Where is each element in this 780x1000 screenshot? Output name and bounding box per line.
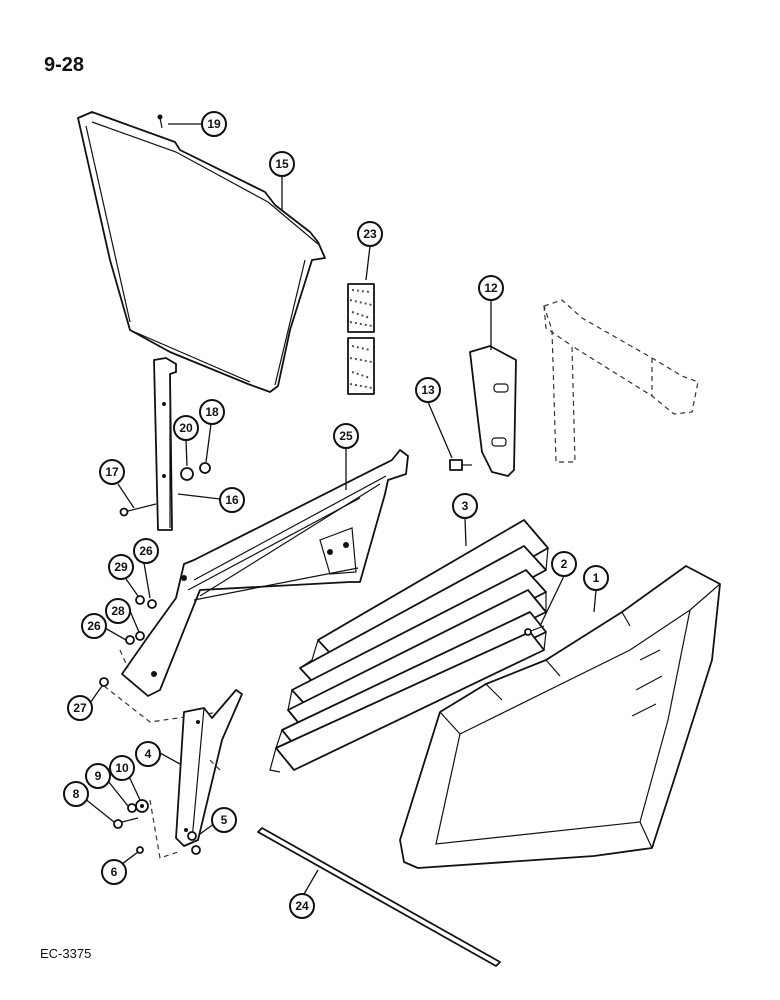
callout-27: 27 (67, 695, 93, 721)
svg-text:24: 24 (295, 899, 309, 913)
upright-bracket (153, 357, 177, 531)
svg-text:20: 20 (179, 421, 193, 435)
svg-text:2: 2 (561, 557, 568, 571)
nut-26b (125, 635, 135, 645)
callout-6: 6 (101, 859, 127, 885)
svg-text:28: 28 (111, 604, 125, 618)
callout-3: 3 (452, 493, 478, 519)
callout-26a: 26 (133, 538, 159, 564)
svg-text:29: 29 (114, 560, 128, 574)
washer-28 (135, 631, 145, 641)
filter-pads (347, 283, 375, 395)
svg-text:10: 10 (115, 761, 129, 775)
support-frame (121, 449, 409, 697)
svg-text:15: 15 (275, 157, 289, 171)
svg-text:3: 3 (462, 499, 469, 513)
callout-9: 9 (85, 763, 111, 789)
nut-6 (136, 846, 144, 854)
drawing-code: EC-3375 (40, 946, 92, 961)
svg-text:16: 16 (225, 493, 239, 507)
washer-10 (135, 799, 149, 813)
callout-2: 2 (551, 551, 577, 577)
svg-text:18: 18 (205, 405, 219, 419)
callout-20: 20 (173, 415, 199, 441)
svg-text:6: 6 (111, 865, 118, 879)
callout-23: 23 (357, 221, 383, 247)
svg-text:23: 23 (363, 227, 377, 241)
screw-19 (157, 114, 163, 129)
callout-17: 17 (99, 459, 125, 485)
bolt-13 (449, 459, 472, 471)
svg-text:27: 27 (73, 701, 87, 715)
svg-text:5: 5 (221, 813, 228, 827)
svg-text:12: 12 (484, 281, 498, 295)
page-number: 9-28 (44, 54, 85, 76)
callout-18: 18 (199, 399, 225, 425)
nut-20 (180, 467, 194, 481)
callout-16: 16 (219, 487, 245, 513)
callout-1: 1 (583, 565, 609, 591)
callout-15: 15 (269, 151, 295, 177)
callout-5: 5 (211, 807, 237, 833)
side-plate (469, 345, 517, 477)
nut-26a (147, 599, 157, 609)
callout-12: 12 (478, 275, 504, 301)
washer-9 (127, 803, 137, 813)
grille-panel (77, 111, 326, 393)
callout-28: 28 (105, 598, 131, 624)
callout-26b: 26 (81, 613, 107, 639)
callout-4: 4 (135, 741, 161, 767)
grille-surround-frame (399, 565, 721, 869)
washer-29 (135, 595, 145, 605)
callout-29: 29 (108, 554, 134, 580)
svg-text:1: 1 (593, 571, 600, 585)
callout-13: 13 (415, 377, 441, 403)
screw-27 (99, 677, 109, 687)
svg-text:26: 26 (87, 619, 101, 633)
lower-bracket (175, 689, 243, 847)
screw-2 (524, 625, 545, 636)
svg-text:8: 8 (73, 787, 80, 801)
bolt-17 (119, 503, 157, 517)
callout-24: 24 (289, 893, 315, 919)
louvre-grille (269, 519, 549, 773)
bolt-8 (113, 817, 139, 829)
leader-lines (83, 123, 597, 895)
nut-18 (199, 462, 211, 474)
callout-25: 25 (333, 423, 359, 449)
svg-text:9: 9 (95, 769, 102, 783)
svg-text:13: 13 (421, 383, 435, 397)
callout-10: 10 (109, 755, 135, 781)
svg-text:4: 4 (145, 747, 152, 761)
seal-strip (257, 827, 501, 967)
svg-text:26: 26 (139, 544, 153, 558)
ghost-support (543, 299, 699, 463)
callout-8: 8 (63, 781, 89, 807)
svg-text:19: 19 (207, 117, 221, 131)
svg-text:25: 25 (339, 429, 353, 443)
callout-19: 19 (201, 111, 227, 137)
nut-5 (187, 831, 201, 855)
svg-text:17: 17 (105, 465, 119, 479)
